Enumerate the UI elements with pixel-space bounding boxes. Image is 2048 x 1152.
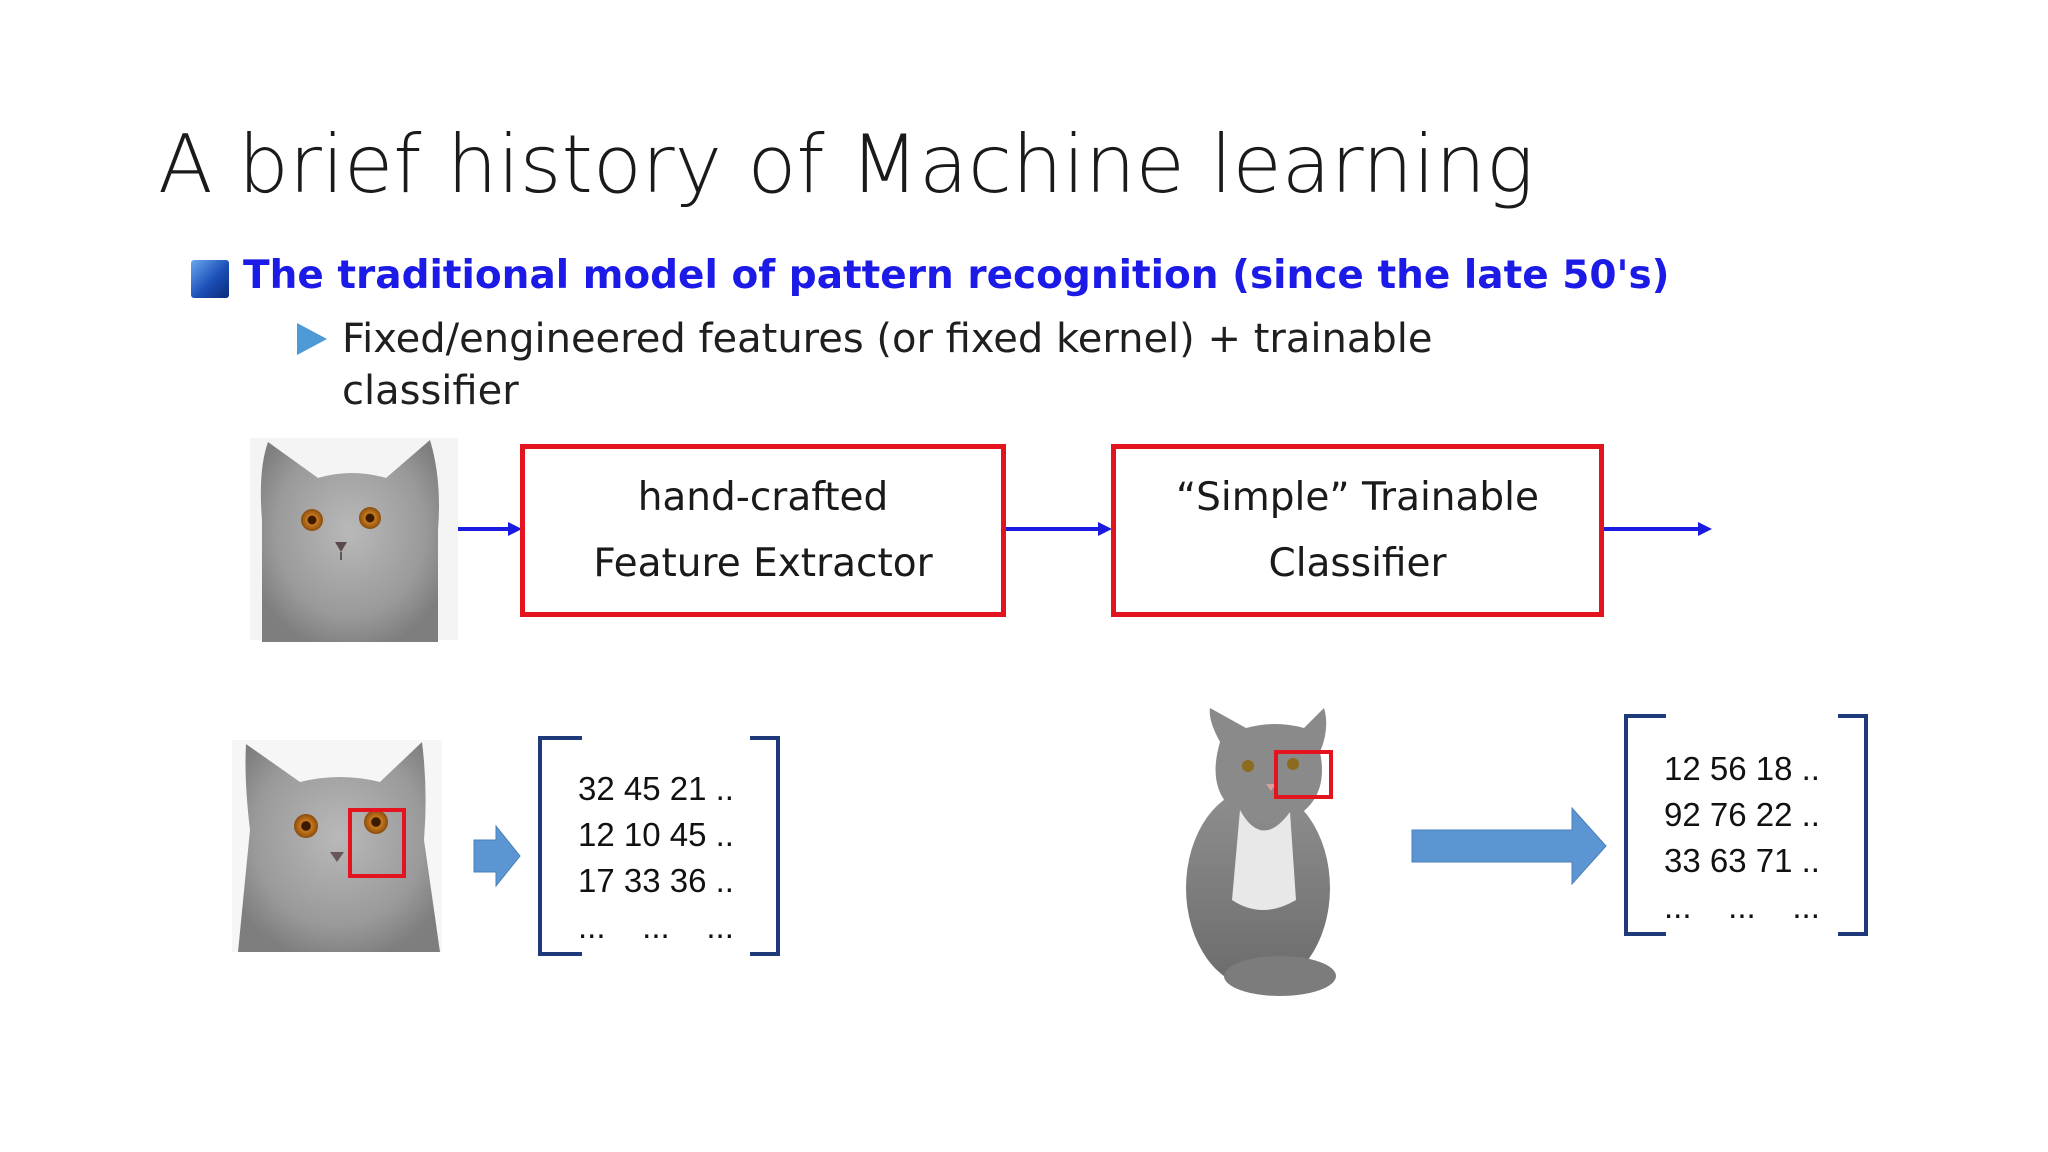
matrix-row: 17 33 36 .. — [578, 862, 734, 899]
matrix-row: ... ... ... — [578, 908, 734, 945]
feature-extractor-box: hand-crafted Feature Extractor — [520, 444, 1006, 617]
cat-photo-bottom-left — [232, 740, 442, 952]
classifier-box: “Simple” Trainable Classifier — [1111, 444, 1604, 617]
matrix-brackets-left — [538, 736, 780, 956]
pipeline-arrow-2 — [1005, 522, 1112, 536]
bullet-sub-text: Fixed/engineered features (or fixed kern… — [342, 316, 1433, 414]
bullet-square-icon — [191, 260, 229, 298]
matrix-row: ... ... ... — [1664, 888, 1820, 925]
feature-matrix-right: 12 56 18 .. 92 76 22 .. 33 63 71 .. ... … — [1664, 746, 1820, 930]
feature-box-line1: hand-crafted — [637, 474, 889, 520]
feature-box-line2: Feature Extractor — [593, 540, 933, 586]
matrix-row: 12 56 18 .. — [1664, 750, 1820, 787]
block-arrow-right — [1411, 806, 1607, 886]
matrix-row: 33 63 71 .. — [1664, 842, 1820, 879]
matrix-row: 32 45 21 .. — [578, 770, 734, 807]
classifier-box-line1: “Simple” Trainable — [1175, 474, 1540, 520]
feature-matrix-left: 32 45 21 .. 12 10 45 .. 17 33 36 .. ... … — [578, 766, 734, 950]
cat-photo-top — [250, 438, 458, 642]
eye-highlight-box-left — [348, 808, 406, 878]
block-arrow-left — [473, 824, 521, 888]
matrix-row: 12 10 45 .. — [578, 816, 734, 853]
bullet-triangle-icon — [297, 323, 327, 355]
matrix-row: 92 76 22 .. — [1664, 796, 1820, 833]
eye-highlight-box-right — [1274, 750, 1333, 799]
classifier-box-line2: Classifier — [1268, 540, 1447, 586]
bullet-main-text: The traditional model of pattern recogni… — [243, 253, 1670, 298]
cat-photo-bottom-right — [1186, 708, 1336, 996]
pipeline-arrow-1 — [458, 522, 522, 536]
matrix-brackets-right — [1624, 714, 1868, 936]
pipeline-arrow-3 — [1602, 522, 1712, 536]
slide-title: A brief history of Machine learning — [158, 118, 1534, 211]
